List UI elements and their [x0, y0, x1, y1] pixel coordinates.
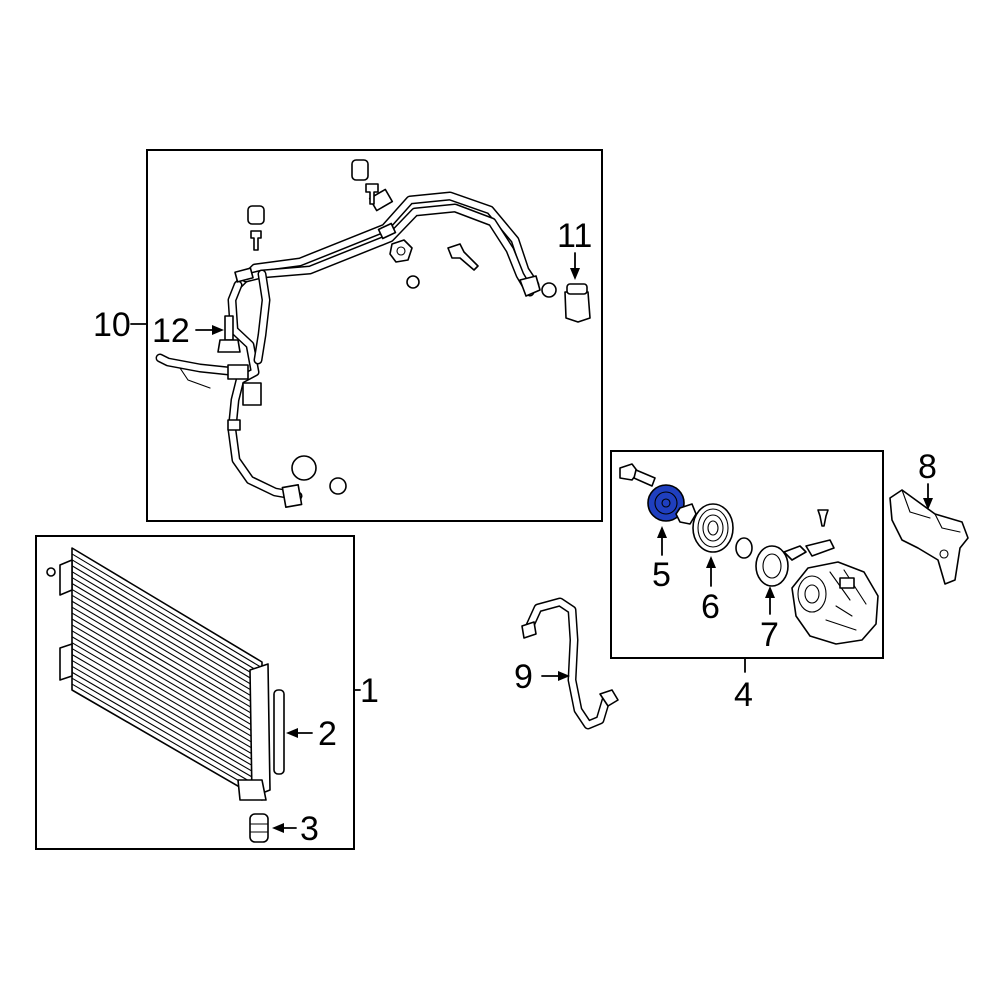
condenser-fin-line — [71, 636, 263, 749]
condenser-fin-line — [71, 606, 263, 721]
cap-part-3 — [249, 813, 269, 843]
condenser-fin-line — [71, 630, 263, 744]
group-box-4 — [610, 450, 884, 673]
condenser-fin-line — [71, 659, 263, 772]
condenser-fin-line — [71, 612, 263, 726]
condenser-fin-line — [71, 642, 263, 755]
condenser-fin-line — [71, 665, 263, 778]
condenser-fin-line — [71, 559, 263, 675]
callout-4: 4 — [734, 676, 753, 714]
bracket-part-8 — [889, 489, 969, 585]
condenser-part-1 — [46, 547, 271, 801]
clutch-bolt — [619, 463, 656, 487]
field-coil-part-7 — [755, 545, 807, 587]
callout-2: 2 — [318, 715, 337, 753]
compressor-body — [791, 561, 879, 645]
condenser-fin-line — [71, 683, 263, 795]
callout-1: 1 — [360, 672, 379, 710]
condenser-fin-line — [71, 588, 263, 703]
condenser-fins — [71, 553, 263, 795]
condenser-fin-line — [71, 677, 263, 790]
pulley-part-6 — [692, 503, 734, 553]
snap-ring — [675, 503, 697, 525]
condenser-fin-line — [71, 577, 263, 692]
condenser-fin-line — [71, 648, 263, 761]
leader-arrows — [195, 252, 933, 833]
callout-labels: 10 12 11 1 2 3 4 5 6 7 8 9 — [93, 217, 937, 848]
condenser-fin-line — [71, 582, 263, 698]
group-box-10 — [130, 149, 603, 522]
condenser-fin-line — [71, 571, 263, 686]
callout-12: 12 — [152, 312, 190, 350]
callout-3: 3 — [300, 810, 319, 848]
connector-bracket — [805, 509, 835, 557]
callout-9: 9 — [514, 658, 533, 696]
o-ring — [735, 537, 753, 559]
bolt-part-12 — [217, 315, 241, 353]
condenser-fin-line — [71, 653, 263, 767]
callout-11: 11 — [557, 217, 592, 255]
hose-part-9 — [521, 597, 619, 730]
callout-8: 8 — [918, 448, 937, 486]
group-box-1 — [35, 535, 361, 850]
condenser-fin-line — [71, 671, 263, 784]
callout-5: 5 — [652, 556, 671, 594]
condenser-fin-line — [71, 594, 263, 709]
condenser-fin-line — [71, 565, 263, 680]
callout-10: 10 — [93, 306, 131, 344]
condenser-fin-line — [71, 600, 263, 715]
drier-part-2 — [273, 689, 285, 775]
condenser-fin-line — [71, 553, 263, 669]
ac-line-assembly — [155, 159, 557, 509]
condenser-fin-line — [71, 624, 263, 738]
callout-6: 6 — [701, 588, 720, 626]
callout-7: 7 — [760, 616, 779, 654]
condenser-fin-line — [71, 618, 263, 732]
pressure-switch-part-11 — [564, 283, 591, 323]
clutch-hub-part-5 — [647, 484, 685, 522]
